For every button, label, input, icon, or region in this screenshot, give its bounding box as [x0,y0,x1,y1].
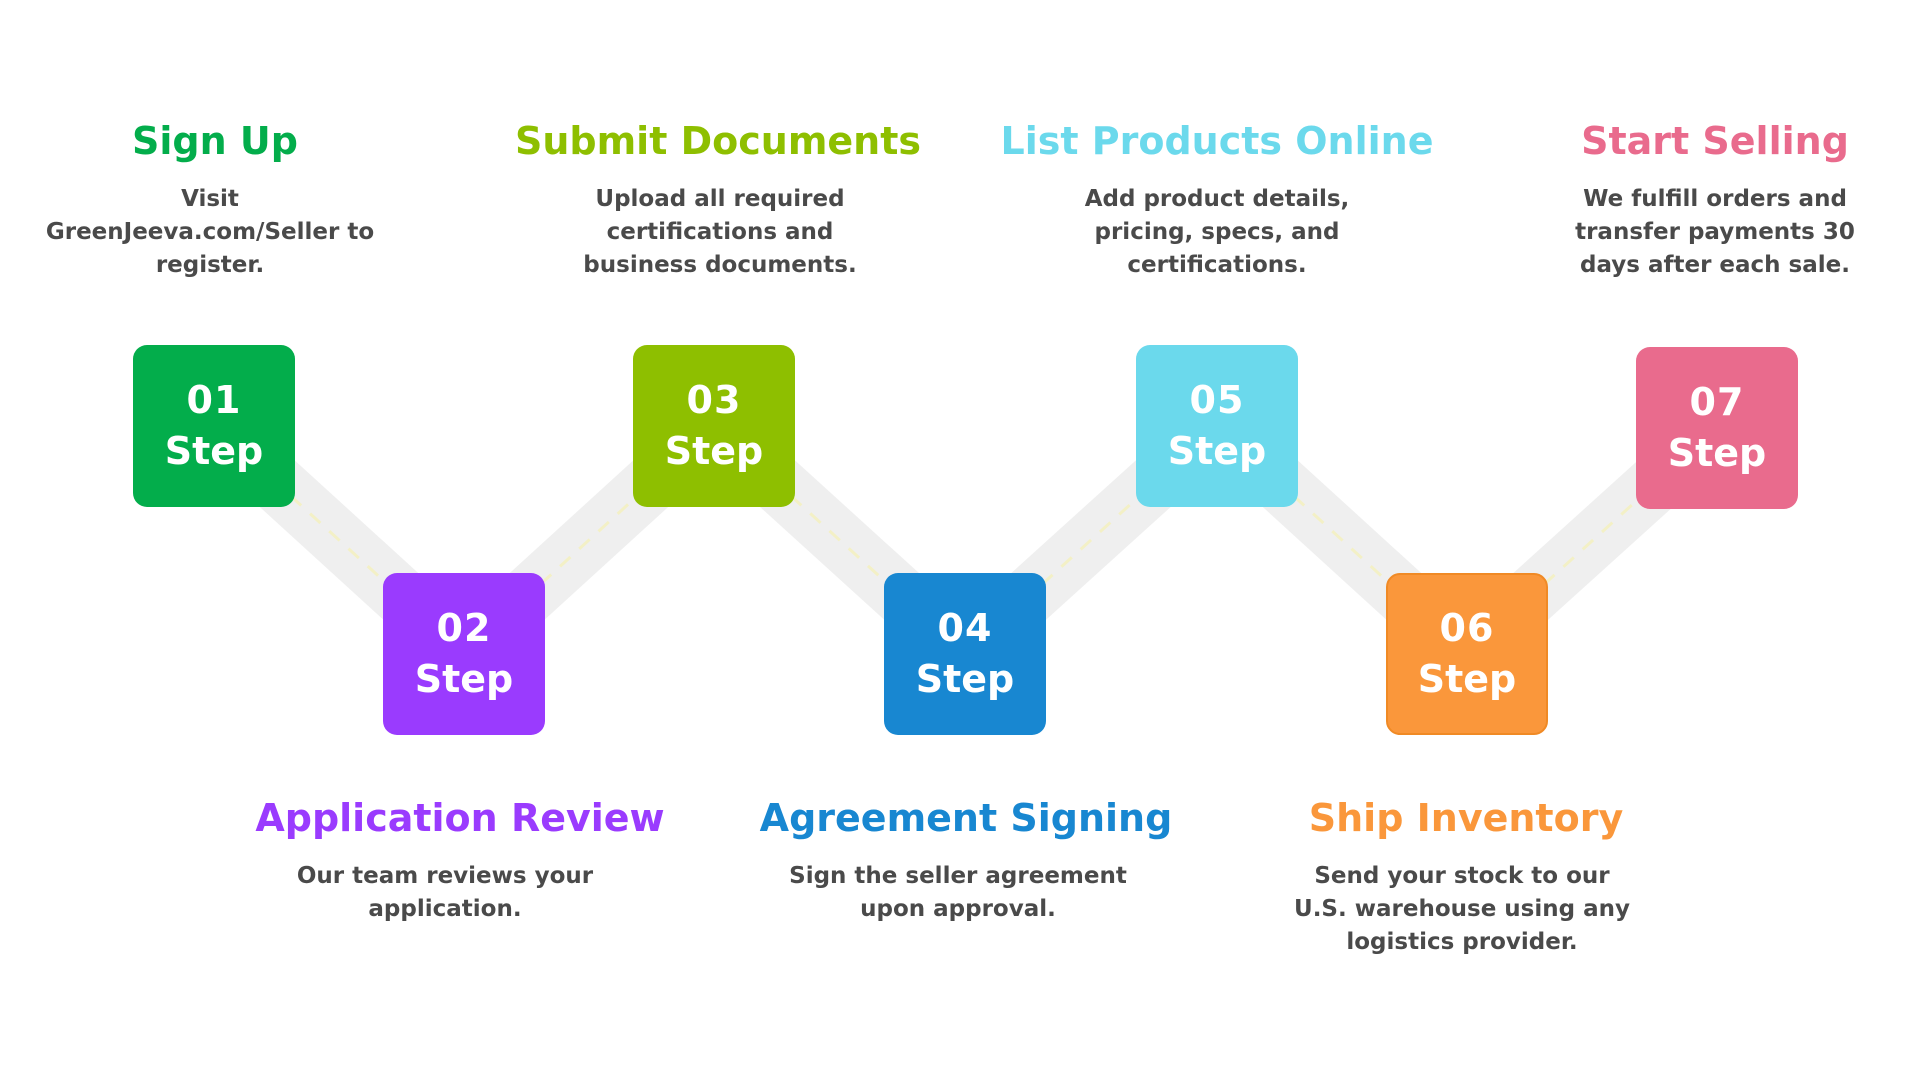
step-01-title: Sign Up [132,119,298,163]
step-05-description: Add product details, pricing, specs, and… [1084,186,1350,278]
step-06-description: Send your stock to our U.S. warehouse us… [1294,863,1630,955]
step-03-title: Submit Documents [514,119,922,163]
step-01-box: 01 Step [133,345,295,507]
step-05-label: Step [1167,429,1267,473]
step-07-description: We fulfill orders and transfer payments … [1575,186,1855,278]
step-07-box: 07 Step [1636,347,1798,509]
step-06-box: 06 Step [1386,573,1548,735]
step-03-description: Upload all required certifications and b… [583,186,857,278]
step-06-number: 06 [1439,606,1495,650]
step-02-description: Our team reviews your application. [296,863,594,922]
step-07-number: 07 [1689,380,1745,424]
step-01-number: 01 [186,378,242,422]
step-01-description: Visit GreenJeeva.com/Seller to register. [45,186,375,278]
step-04-description: Sign the seller agreement upon approval. [789,863,1127,922]
step-05-title: List Products Online [1000,119,1434,163]
step-06-title: Ship Inventory [1308,796,1624,840]
step-03-label: Step [664,429,764,473]
step-05-number: 05 [1189,378,1245,422]
step-07-label: Step [1667,431,1767,475]
step-01-label: Step [164,429,264,473]
step-02-box: 02 Step [383,573,545,735]
step-04-title: Agreement Signing [759,796,1173,840]
step-04-number: 04 [937,606,993,650]
step-02-number: 02 [436,606,492,650]
step-06-label: Step [1417,657,1517,701]
step-03-box: 03 Step [633,345,795,507]
step-02-label: Step [414,657,514,701]
step-02-title: Application Review [255,796,665,840]
step-05-box: 05 Step [1136,345,1298,507]
step-04-label: Step [915,657,1015,701]
step-07-title: Start Selling [1581,119,1849,163]
step-03-number: 03 [686,378,742,422]
step-04-box: 04 Step [884,573,1046,735]
